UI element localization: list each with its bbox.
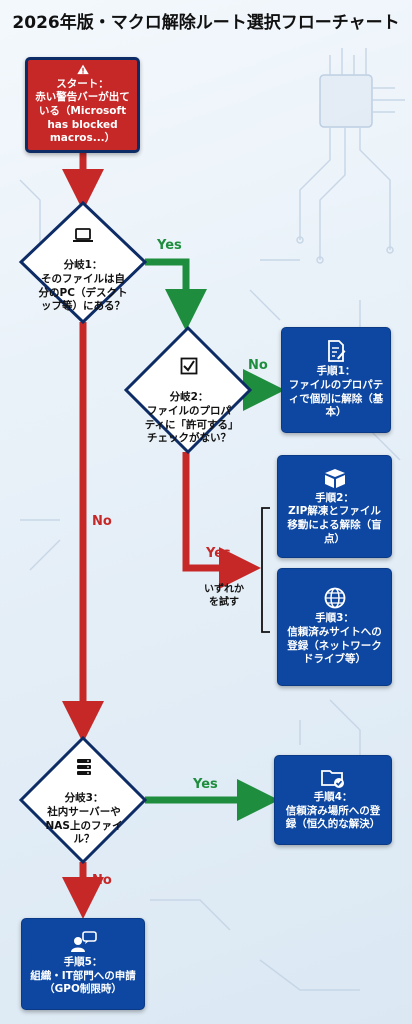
- branch1-text: 分岐1： そのファイルは自分のPC（デスクトップ等）にある？: [38, 259, 128, 313]
- branch3-yes-label: Yes: [193, 777, 218, 792]
- branch3-text: 分岐3： 社内サーバーやNAS上のファイル？: [45, 792, 123, 846]
- laptop-icon: [73, 227, 93, 242]
- connector-branch1-yes: [145, 258, 207, 331]
- branch2-yes-label: Yes: [206, 546, 231, 561]
- branch2-diamond: [123, 325, 253, 455]
- server-icon: [77, 758, 91, 775]
- step4-text: 手順4： 信頼済み場所への登録（恒久的な解決）: [285, 791, 381, 831]
- page-title: 2026年版・マクロ解除ルート選択フローチャート: [12, 13, 400, 33]
- start-text: スタート： 赤い警告バーが出ている（Microsoft has blocked …: [35, 77, 130, 145]
- step5-box: 手順5： 組織・IT部門への申請（GPO制限時）: [21, 918, 145, 1010]
- branch2-content: 分岐2： ファイルのプロパティに「許可する」チェックがない？: [143, 343, 235, 446]
- step2-box: 手順2： ZIP解凍とファイル移動による解除（盲点）: [277, 455, 392, 558]
- connector-branch2-yes: [182, 452, 261, 589]
- step2-text: 手順2： ZIP解凍とファイル移動による解除（盲点）: [287, 491, 382, 545]
- bracket-step2-step3: [261, 507, 270, 633]
- folder-check-icon: [321, 770, 344, 789]
- start-box: スタート： 赤い警告バーが出ている（Microsoft has blocked …: [25, 57, 140, 153]
- branch3-diamond: [18, 735, 148, 865]
- step3-text: 手順3： 信頼済みサイトへの登録（ネットワークドライブ等）: [287, 612, 382, 666]
- globe-icon: [324, 587, 345, 609]
- branch3-no-label: No: [92, 873, 112, 888]
- branch3-content: 分岐3： 社内サーバーやNAS上のファイル？: [40, 744, 128, 847]
- document-edit-icon: [328, 340, 346, 363]
- branch2-no-label: No: [248, 358, 268, 373]
- checkbox-icon: [180, 357, 198, 375]
- branch1-diamond: [18, 200, 148, 325]
- branch1-no-label: No: [92, 514, 112, 529]
- branch2-text: 分岐2： ファイルのプロパティに「許可する」チェックがない？: [144, 391, 234, 445]
- box-icon: [324, 468, 345, 488]
- step1-box: 手順1： ファイルのプロパティで個別に解除（基本）: [281, 327, 391, 433]
- branch1-content: 分岐1： そのファイルは自分のPC（デスクトップ等）にある？: [38, 214, 128, 314]
- step4-box: 手順4： 信頼済み場所への登録（恒久的な解決）: [274, 755, 392, 845]
- branch1-yes-label: Yes: [157, 238, 182, 253]
- warning-icon: [76, 64, 89, 75]
- support-user-icon: [71, 931, 97, 953]
- step3-box: 手順3： 信頼済みサイトへの登録（ネットワークドライブ等）: [277, 568, 392, 686]
- step1-text: 手順1： ファイルのプロパティで個別に解除（基本）: [288, 365, 384, 419]
- step5-text: 手順5： 組織・IT部門への申請（GPO制限時）: [30, 956, 136, 996]
- try-either-note: いずれか を試す: [204, 584, 244, 608]
